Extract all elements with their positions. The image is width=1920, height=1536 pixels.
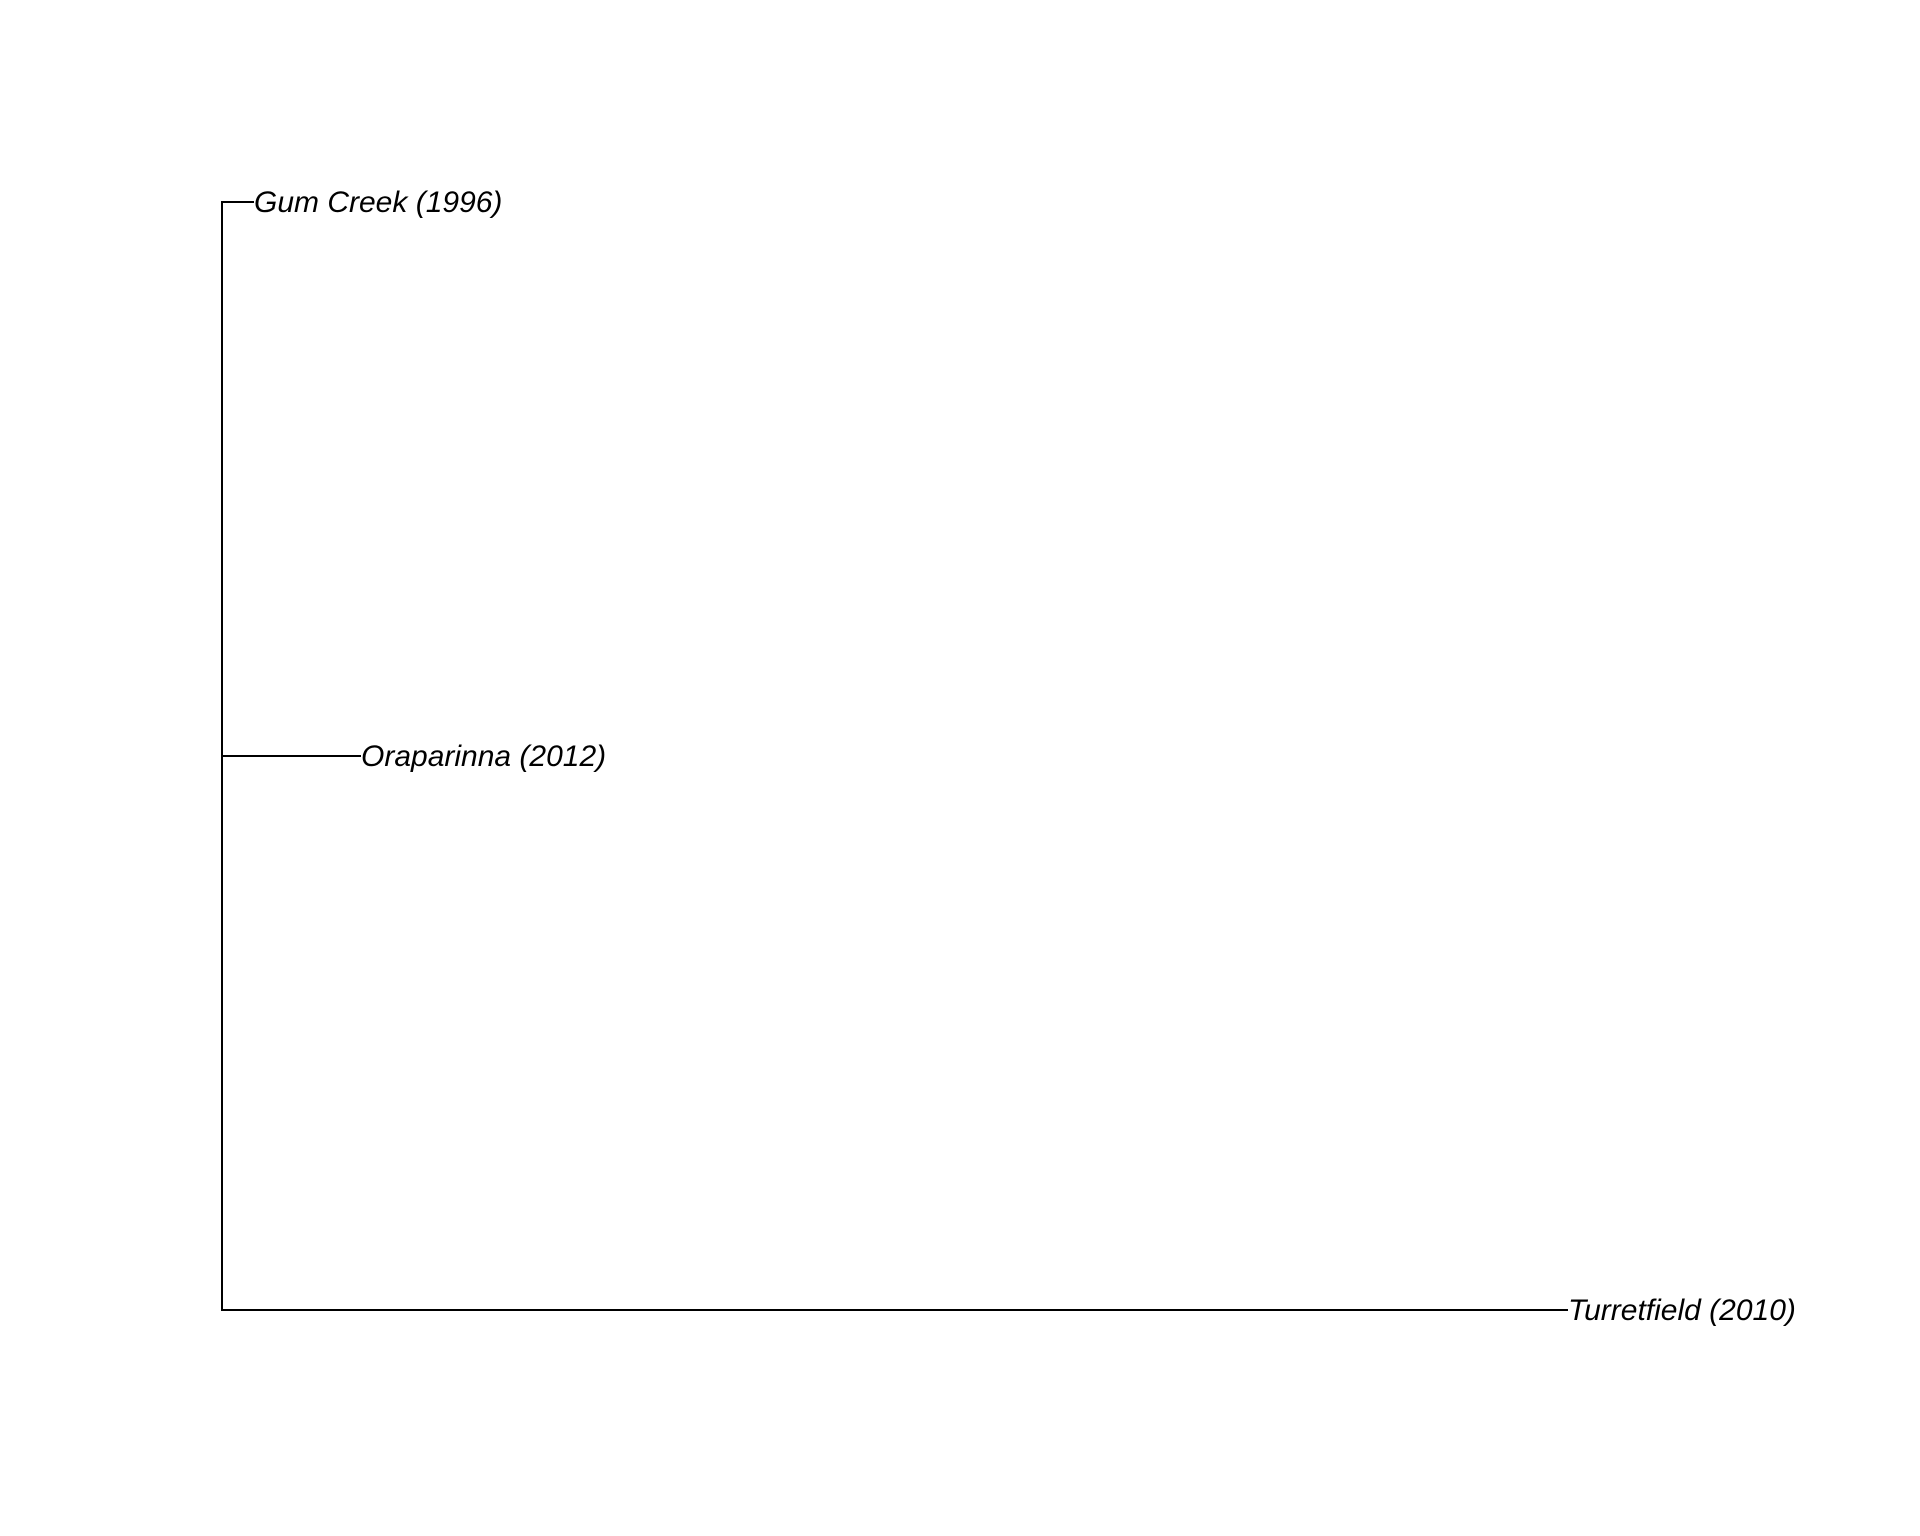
tip-label-1: Gum Creek (1996)	[254, 186, 502, 219]
tip-label-3: Turretfield (2010)	[1568, 1294, 1796, 1327]
tip-label-2: Oraparinna (2012)	[361, 740, 606, 773]
